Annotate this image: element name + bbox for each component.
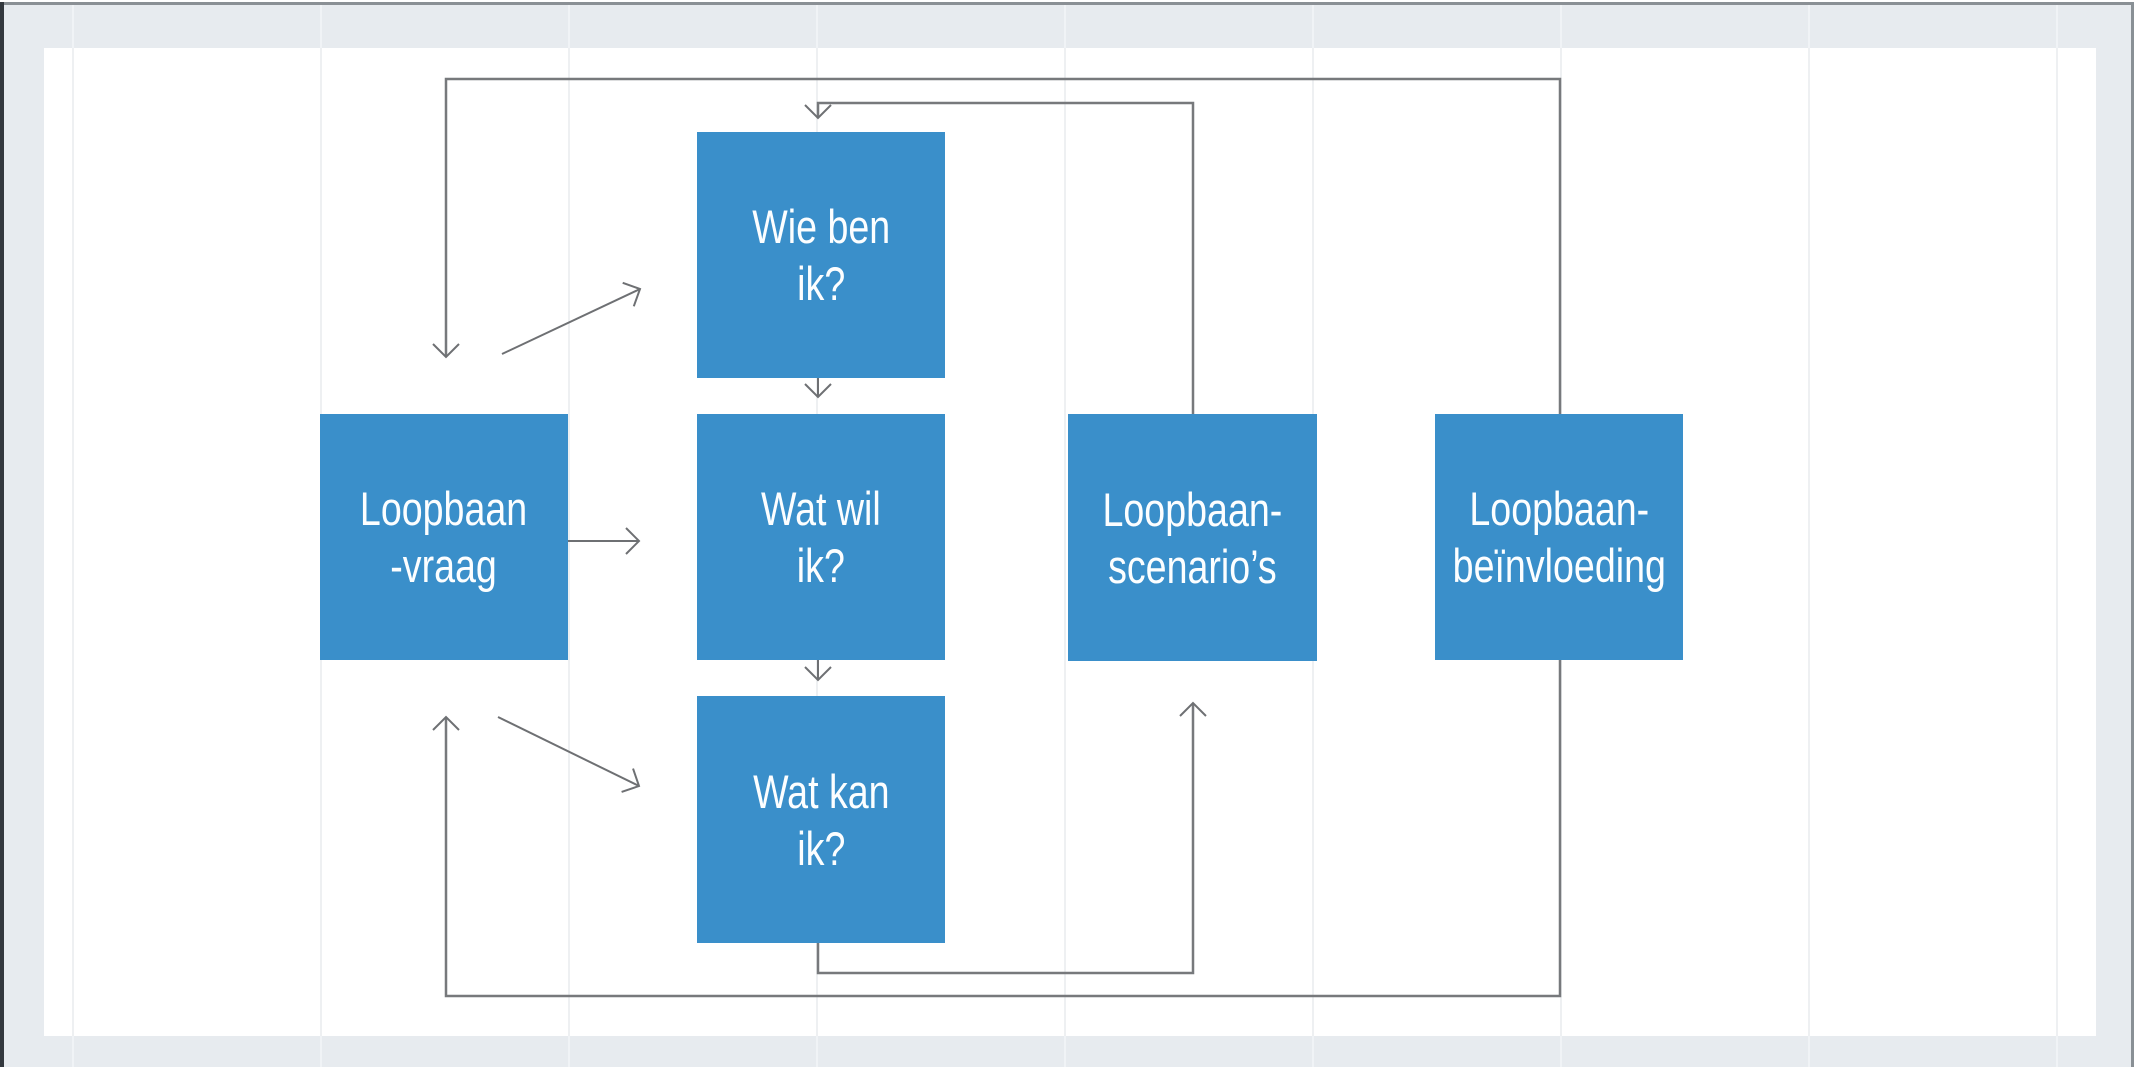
box-label-line: Loopbaan- <box>1102 482 1283 536</box>
box-label-line: beïnvloeding <box>1452 539 1666 592</box>
box-wat-kan-ik-label: Wat kan ik? <box>753 763 890 877</box>
connector-watkanik-to-scenarios <box>816 701 1207 975</box>
connector-beinvloeding-bottom-to-vraag <box>432 660 1562 998</box>
box-label-line: ik? <box>796 539 846 592</box>
connector-scenarios-top-to-wiebenik <box>804 101 1195 414</box>
box-loopbaan-scenarios-label: Loopbaan- scenario’s <box>1103 481 1283 595</box>
box-label-line: -vraag <box>390 539 498 592</box>
box-label-line: Wie ben <box>752 200 890 253</box>
box-loopbaan-vraag: Loopbaan -vraag <box>320 414 568 660</box>
frame-top-edge <box>0 2 2134 5</box>
box-wat-wil-ik-label: Wat wil ik? <box>761 480 881 594</box>
arrow-vraag-to-watkanik <box>497 716 641 793</box>
box-label-line: Wat kan <box>752 764 890 818</box>
box-label-line: Wat wil <box>761 482 881 535</box>
box-wat-wil-ik: Wat wil ik? <box>697 414 945 660</box>
box-wat-kan-ik: Wat kan ik? <box>697 696 945 943</box>
frame-left-edge <box>0 2 4 1067</box>
arrow-vraag-to-wiebenik <box>501 281 642 355</box>
box-wie-ben-ik-label: Wie ben ik? <box>752 198 890 312</box>
frame-right-edge <box>2131 2 2134 1067</box>
box-wie-ben-ik: Wie ben ik? <box>697 132 945 378</box>
box-label-line: scenario’s <box>1108 539 1277 593</box>
box-loopbaan-scenarios: Loopbaan- scenario’s <box>1068 414 1317 661</box>
box-label-line: ik? <box>796 257 846 310</box>
box-label-line: ik? <box>796 821 846 875</box>
frame-top-highlight <box>0 0 2134 2</box>
connector-beinvloeding-top-to-vraag <box>432 77 1562 414</box>
box-loopbaan-vraag-label: Loopbaan -vraag <box>360 480 527 594</box>
box-loopbaan-beinvloeding-label: Loopbaan- beïnvloeding <box>1452 480 1665 594</box>
box-label-line: Loopbaan- <box>1469 482 1649 535</box>
box-loopbaan-beinvloeding: Loopbaan- beïnvloeding <box>1435 414 1683 660</box>
box-label-line: Loopbaan <box>360 482 528 535</box>
